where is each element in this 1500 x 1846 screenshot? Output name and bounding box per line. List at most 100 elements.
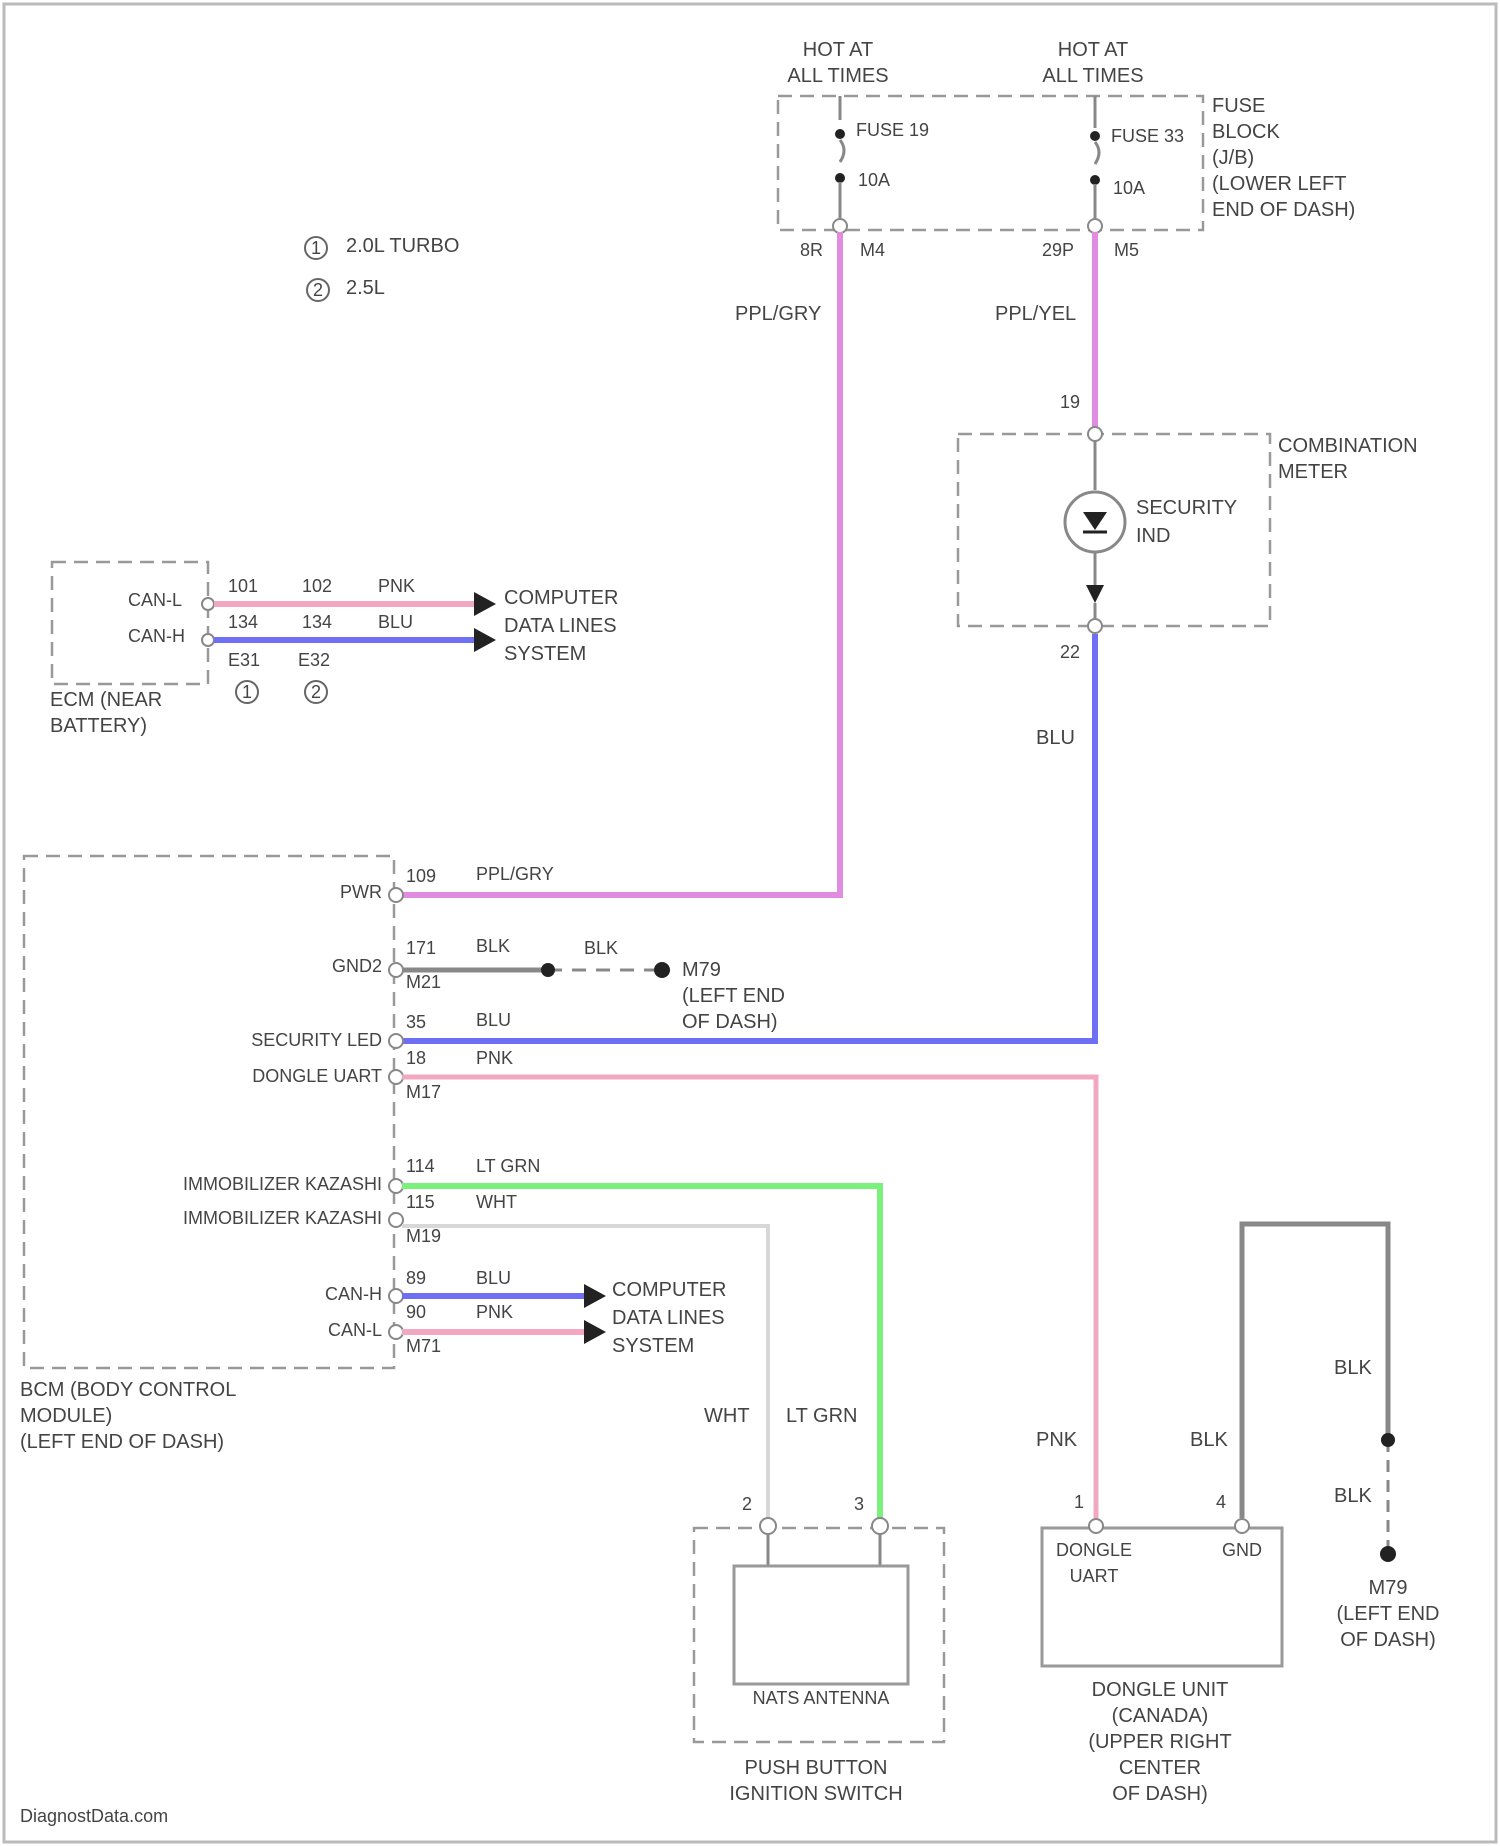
- bcm-pin-canl: CAN-L: [328, 1320, 382, 1340]
- bcm-wire-immo1: LT GRN: [476, 1156, 540, 1176]
- bcm-pin-immo1: IMMOBILIZER KAZASHI: [183, 1174, 382, 1194]
- bcm-wire-gnd2: BLK: [584, 938, 618, 958]
- ecm-wire-h-label: BLU: [378, 612, 413, 632]
- bcm-num-immo-conn: M19: [406, 1226, 441, 1246]
- ground-m79-2-icon: [1380, 1546, 1396, 1562]
- fuse-pin-l1: 8R: [800, 240, 823, 260]
- fuse-left-label: FUSE 19: [856, 120, 929, 140]
- fuse-block: FUSE 19 10A FUSE 33 10A 8R M4 29P M5 FUS…: [778, 95, 1355, 260]
- bcm-num-canl: 90: [406, 1302, 426, 1322]
- dongle-num-gnd: 4: [1216, 1492, 1226, 1512]
- combination-meter-name: COMBINATIONMETER: [1278, 435, 1418, 483]
- bcm-num-canh: 89: [406, 1268, 426, 1288]
- push-pin-a: 2: [742, 1494, 752, 1514]
- ground-m79-icon: [654, 962, 670, 978]
- wire-ppl-gry-label: PPL/GRY: [735, 303, 821, 325]
- wire-lt-grn-label: LT GRN: [786, 1405, 858, 1427]
- fuse-33-icon: [1095, 142, 1099, 164]
- combination-meter-outline: [958, 434, 1270, 626]
- footer-watermark: DiagnostData.com: [20, 1806, 168, 1826]
- bcm-wire-dongle: PNK: [476, 1048, 513, 1068]
- nats-antenna-label: NATS ANTENNA: [753, 1688, 890, 1708]
- fuse-right-label: FUSE 33: [1111, 126, 1184, 146]
- bcm-wire-canh: BLU: [476, 1268, 511, 1288]
- fuse-pin-l2: M4: [860, 240, 885, 260]
- bcm-wire-pwr: PPL/GRY: [476, 864, 554, 884]
- wire-blk2-label: BLK: [1334, 1357, 1372, 1379]
- push-pin-b: 3: [854, 1494, 864, 1514]
- bcm-wire-immo2: WHT: [476, 1192, 517, 1212]
- bcm-num-pwr: 109: [406, 866, 436, 886]
- meter-pin-top: 19: [1060, 392, 1080, 412]
- ecm-conn-a: E31: [228, 650, 260, 670]
- ecm-conn-b: E32: [298, 650, 330, 670]
- legend: 1 2.0L TURBO 2 2.5L: [305, 235, 459, 301]
- ecm-can-l: CAN-L: [128, 590, 182, 610]
- dongle-pin-gnd: GND: [1222, 1540, 1262, 1560]
- wire-ppl-yel-label: PPL/YEL: [995, 303, 1076, 325]
- ecm-can-h: CAN-H: [128, 626, 185, 646]
- ecm-conn-b-mark: 2: [311, 682, 321, 702]
- fuse-pin-r2: M5: [1114, 240, 1139, 260]
- nats-antenna-box: [734, 1566, 908, 1684]
- fuse-right-amp: 10A: [1113, 178, 1145, 198]
- bcm-num-gnd-conn: M21: [406, 972, 441, 992]
- fuse-19-icon: [840, 140, 844, 162]
- bcm-wire-gnd: BLK: [476, 936, 510, 956]
- bcm-num-immo1: 114: [406, 1156, 435, 1176]
- bcm-pin-pwr: PWR: [340, 882, 382, 902]
- supply-right: HOT ATALL TIMES: [1042, 39, 1143, 87]
- ecm-pin-a1: 101: [228, 576, 258, 596]
- ecm-outline: [52, 562, 208, 684]
- bcm-pin-sec-led: SECURITY LED: [251, 1030, 382, 1050]
- bcm-pin-dongle: DONGLE UART: [252, 1066, 382, 1086]
- bcm-pin-gnd: GND2: [332, 956, 382, 976]
- legend-item-1: 2.0L TURBO: [346, 235, 459, 257]
- bcm-wire-canl: PNK: [476, 1302, 513, 1322]
- ecm-pin-b2: 134: [302, 612, 332, 632]
- bcm-num-gnd: 171: [406, 938, 436, 958]
- wire-blk3-label: BLK: [1334, 1485, 1372, 1507]
- fuse-left-amp: 10A: [858, 170, 890, 190]
- ecm-pin-b1: 102: [302, 576, 332, 596]
- bcm: PWR GND2 SECURITY LED DONGLE UART IMMOBI…: [20, 856, 618, 1453]
- bcm-name: BCM (BODY CONTROLMODULE)(LEFT END OF DAS…: [20, 1379, 236, 1453]
- legend-item-2: 2.5L: [346, 277, 385, 299]
- ecm-wire-l-label: PNK: [378, 576, 415, 596]
- wire-wht: [402, 1226, 768, 1518]
- bcm-num-can-conn: M71: [406, 1336, 441, 1356]
- dongle-num-uart: 1: [1074, 1492, 1084, 1512]
- meter-pin-bottom: 22: [1060, 642, 1080, 662]
- bcm-num-immo2: 115: [406, 1192, 435, 1212]
- wire-blu-security: [402, 634, 1095, 1041]
- bcm-wire-sec: BLU: [476, 1010, 511, 1030]
- ecm-pin-a2: 134: [228, 612, 258, 632]
- wire-ppl-gry: [402, 232, 840, 895]
- ecm-conn-a-mark: 1: [242, 682, 252, 702]
- bcm-pin-canh: CAN-H: [325, 1284, 382, 1304]
- wire-pnk-label: PNK: [1036, 1429, 1078, 1451]
- ecm: CAN-L CAN-H 101 134 102 134 PNK BLU E31 …: [50, 562, 618, 737]
- wire-wht-label: WHT: [704, 1405, 750, 1427]
- bcm-num-dongle-conn: M17: [406, 1082, 441, 1102]
- bcm-pin-immo2: IMMOBILIZER KAZASHI: [183, 1208, 382, 1228]
- fuse-pin-r1: 29P: [1042, 240, 1074, 260]
- wire-blk1-label: BLK: [1190, 1429, 1228, 1451]
- legend-mark-2-text: 2: [313, 280, 323, 300]
- fuse-block-outline: [778, 96, 1203, 230]
